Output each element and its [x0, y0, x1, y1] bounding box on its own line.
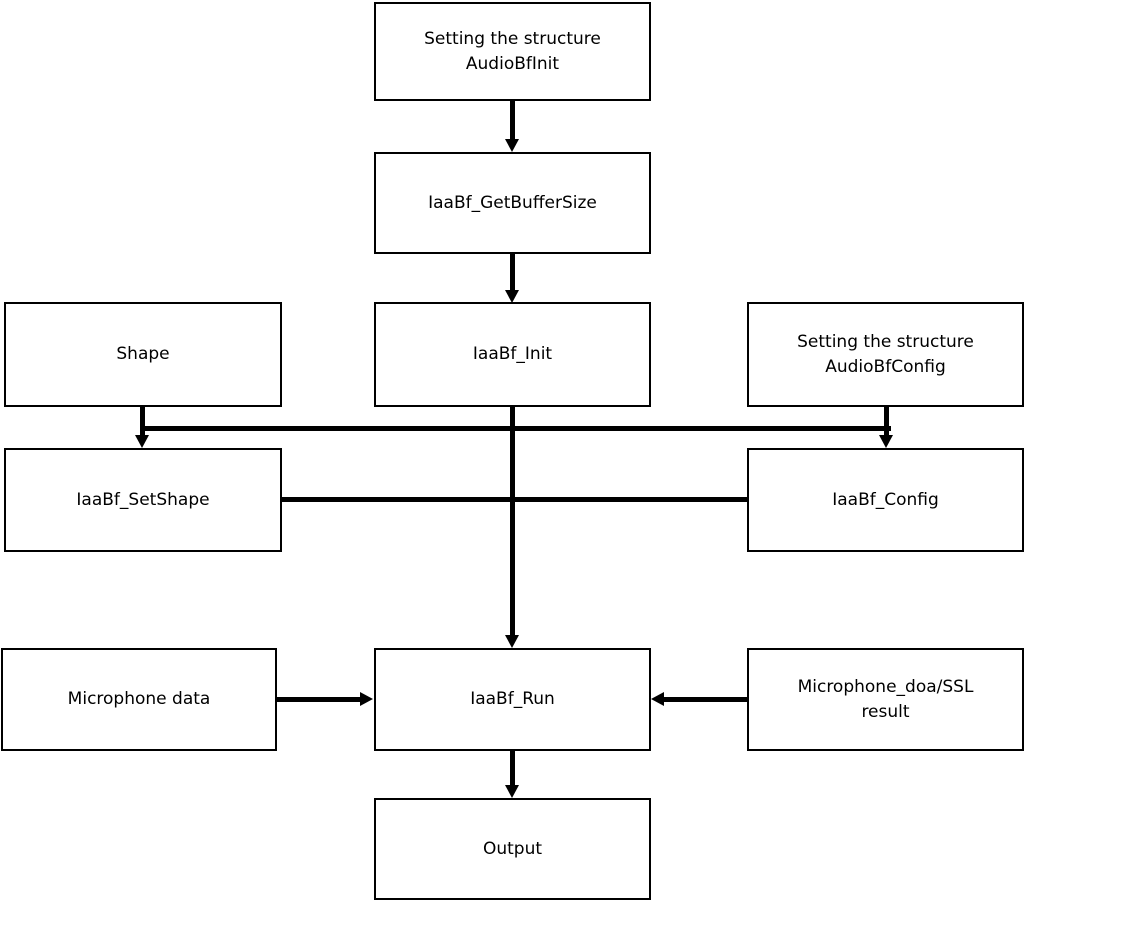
edge-getbuffersize-init-stem	[510, 254, 515, 292]
node-audiobfinit-label: Setting the structure AudioBfInit	[424, 28, 601, 74]
node-audiobfinit[interactable]: Setting the structure AudioBfInit	[374, 2, 651, 101]
node-run-label: IaaBf_Run	[470, 689, 555, 710]
edge-micdata-run-arrowhead	[360, 692, 373, 706]
node-shape[interactable]: Shape	[4, 302, 282, 407]
node-output[interactable]: Output	[374, 798, 651, 900]
edge-shape-setshape-arrowhead	[135, 435, 149, 448]
node-init[interactable]: IaaBf_Init	[374, 302, 651, 407]
node-init-label: IaaBf_Init	[472, 344, 553, 365]
node-getbuffersize[interactable]: IaaBf_GetBufferSize	[374, 152, 651, 254]
node-config-label: IaaBf_Config	[832, 489, 939, 510]
edge-getbuffersize-init-arrowhead	[505, 290, 519, 303]
edge-audiobfconfig-config-arrowhead	[879, 435, 893, 448]
edge-setshape-config-line	[282, 497, 748, 502]
node-micdata-label: Microphone data	[67, 689, 211, 710]
node-audiobfconfig-label: Setting the structure AudioBfConfig	[797, 331, 974, 377]
edge-doaresult-run-arrowhead	[651, 692, 664, 706]
edge-run-output-stem	[510, 751, 515, 787]
edge-shape-setshape-stem	[140, 407, 145, 437]
node-shape-label: Shape	[116, 344, 170, 365]
node-output-label: Output	[482, 838, 543, 859]
node-run[interactable]: IaaBf_Run	[374, 648, 651, 751]
node-setshape[interactable]: IaaBf_SetShape	[4, 448, 282, 552]
node-config[interactable]: IaaBf_Config	[747, 448, 1024, 552]
node-getbuffersize-label: IaaBf_GetBufferSize	[428, 192, 597, 213]
edge-init-run-stem	[510, 407, 515, 637]
node-audiobfconfig[interactable]: Setting the structure AudioBfConfig	[747, 302, 1024, 407]
node-doaresult-label: Microphone_doa/SSL result	[797, 676, 974, 722]
node-doaresult[interactable]: Microphone_doa/SSL result	[747, 648, 1024, 751]
edge-micdata-run-stem	[277, 697, 361, 702]
edge-audiobfinit-getbuffersize-stem	[510, 101, 515, 141]
edge-init-run-arrowhead	[505, 635, 519, 648]
edge-audiobfconfig-config-stem	[884, 407, 889, 437]
edge-audiobfinit-getbuffersize-arrowhead	[505, 139, 519, 152]
edge-config-bus-line	[140, 426, 891, 431]
edge-run-output-arrowhead	[505, 785, 519, 798]
node-micdata[interactable]: Microphone data	[1, 648, 277, 751]
node-setshape-label: IaaBf_SetShape	[76, 489, 210, 510]
edge-doaresult-run-stem	[664, 697, 748, 702]
